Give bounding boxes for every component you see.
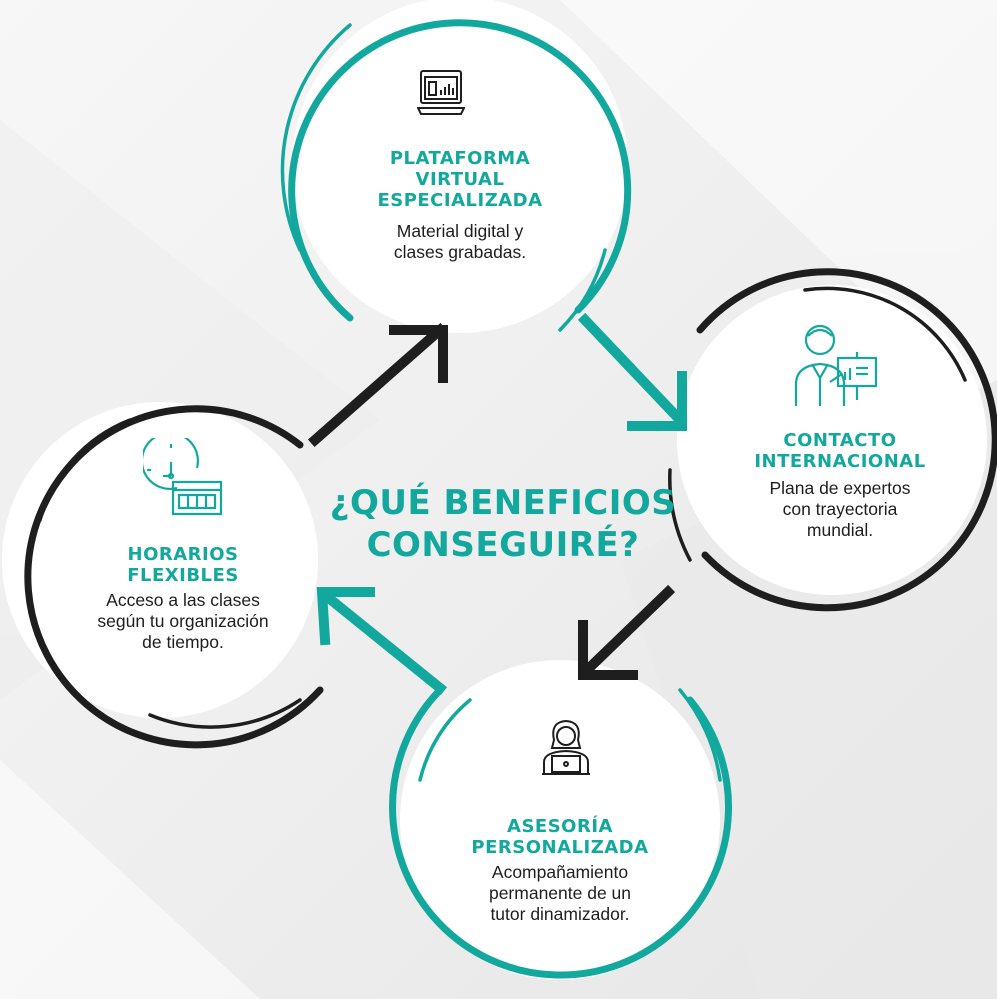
benefit-contacto-description: Plana de expertos con trayectoria mundia… [720, 478, 960, 541]
description-line: Material digital y [396, 221, 524, 241]
arrow-horarios-to-plataforma [307, 322, 448, 448]
benefit-contacto: CONTACTO INTERNACIONAL Plana de expertos… [720, 430, 960, 541]
center-question-line-2: CONSEGUIRÉ? [366, 525, 640, 565]
description-line: con trayectoria [782, 499, 898, 519]
clock-calendar-icon [143, 438, 223, 516]
title-line: CONTACTO [783, 430, 897, 451]
benefit-plataforma-title: PLATAFORMA VIRTUAL ESPECIALIZADA [330, 148, 590, 211]
description-line: Acceso a las clases [106, 590, 260, 610]
description-line: tutor dinamizador. [490, 904, 630, 924]
title-line: PERSONALIZADA [471, 837, 649, 858]
title-line: HORARIOS [127, 544, 239, 565]
description-line: permanente de un [488, 883, 632, 903]
presenter-board-icon [794, 324, 878, 406]
title-line: ASESORÍA [507, 816, 613, 837]
title-line: FLEXIBLES [127, 565, 239, 586]
circle-asesoria [389, 660, 733, 980]
description-line: Plana de expertos [769, 478, 911, 498]
center-question: ¿QUÉ BENEFICIOS CONSEGUIRÉ? [318, 482, 688, 566]
arrow-asesoria-to-horarios [316, 587, 448, 696]
circle-contacto [668, 268, 997, 612]
benefit-horarios-title: HORARIOS FLEXIBLES [58, 544, 308, 586]
circle-plataforma [280, 0, 632, 333]
arrow-plataforma-to-contacto [577, 312, 688, 431]
benefit-asesoria: ASESORÍA PERSONALIZADA Acompañamiento pe… [440, 816, 680, 925]
benefit-plataforma-description: Material digital y clases grabadas. [330, 221, 590, 263]
title-line: VIRTUAL [415, 169, 505, 190]
title-line: ESPECIALIZADA [377, 190, 543, 211]
benefit-asesoria-description: Acompañamiento permanente de un tutor di… [440, 862, 680, 925]
title-line: INTERNACIONAL [754, 451, 926, 472]
description-line: mundial. [806, 520, 874, 540]
laptop-chart-icon [417, 70, 465, 115]
description-line: clases grabadas. [393, 242, 527, 262]
benefit-horarios-description: Acceso a las clases según tu organizació… [58, 590, 308, 653]
benefit-contacto-title: CONTACTO INTERNACIONAL [720, 430, 960, 472]
circle-horarios [2, 402, 324, 749]
benefit-plataforma: PLATAFORMA VIRTUAL ESPECIALIZADA Materia… [330, 148, 590, 263]
benefit-horarios: HORARIOS FLEXIBLES Acceso a las clases s… [58, 544, 308, 653]
arrow-contacto-to-asesoria [577, 584, 676, 680]
benefit-asesoria-title: ASESORÍA PERSONALIZADA [440, 816, 680, 858]
description-line: Acompañamiento [491, 862, 629, 882]
center-question-line-1: ¿QUÉ BENEFICIOS [329, 483, 677, 523]
description-line: de tiempo. [142, 632, 224, 652]
woman-laptop-icon [542, 719, 590, 775]
title-line: PLATAFORMA [389, 148, 531, 169]
description-line: según tu organización [97, 611, 269, 631]
